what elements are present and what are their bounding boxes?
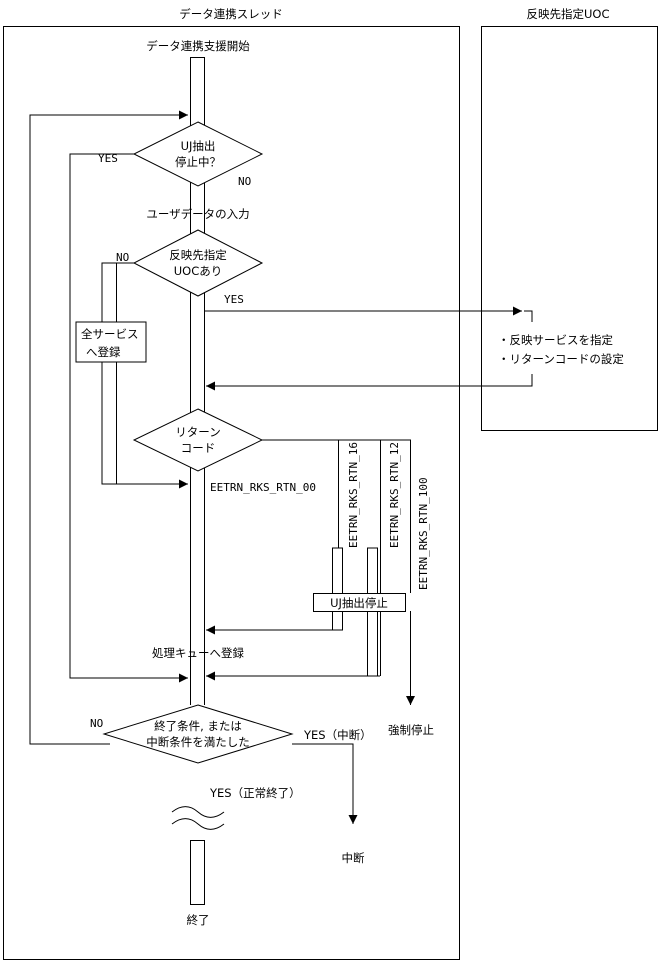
end-no-label: NO xyxy=(90,717,103,730)
uj-stop-no-label: NO xyxy=(238,175,251,188)
uj-stop-line2: 停止中？ xyxy=(175,155,221,169)
uoc-no-label: NO xyxy=(116,251,129,264)
thread-lane-title: データ連携スレッド xyxy=(179,7,283,21)
end-normal-label: YES（正常終了） xyxy=(209,786,301,800)
rtn-100-label: EETRN_RKS_RTN_100 xyxy=(417,477,430,590)
queue-register-label: 処理キューへ登録 xyxy=(152,646,244,660)
suspend-line xyxy=(292,743,358,824)
uoc-lane xyxy=(481,26,658,431)
break-symbol xyxy=(171,806,225,818)
uj-stop-yes-label: YES xyxy=(98,152,118,165)
uoc-exists-decision xyxy=(132,229,264,297)
end-condition-line1: 終了条件, または xyxy=(154,719,242,733)
suspend-label: 中断 xyxy=(342,851,365,865)
start-label: データ連携支援開始 xyxy=(146,39,250,53)
loop-back-line xyxy=(29,110,188,745)
uoc-exists-line1: 反映先指定 xyxy=(169,248,227,262)
uoc-exists-line2: UOCあり xyxy=(174,264,223,278)
uoc-lane-title: 反映先指定UOC xyxy=(527,7,610,21)
return-code-line2: コード xyxy=(181,441,216,455)
return-code-line1: リターン xyxy=(175,425,220,439)
thread-lane xyxy=(3,26,460,960)
uoc-action-1: ・反映サービスを指定 xyxy=(498,333,613,347)
uoc-activation xyxy=(524,310,533,322)
uj-stop-box xyxy=(313,593,406,612)
uj-stop-decision xyxy=(132,121,264,187)
end-condition-line2: 中断条件を満たした xyxy=(146,735,250,749)
rtn-16-label: EETRN_RKS_RTN_16 xyxy=(347,442,360,548)
register-all-line2: へ登録 xyxy=(86,345,121,359)
forced-stop-label: 強制停止 xyxy=(388,723,434,737)
register-all-line1: 全サービス xyxy=(81,327,139,341)
rtn-16-activation xyxy=(332,547,343,631)
uj-yes-line xyxy=(69,153,188,683)
uj-stop-box-label: UJ抽出停止 xyxy=(330,596,388,610)
return-code-decision xyxy=(132,408,264,472)
uoc-action-2: ・リターンコードの設定 xyxy=(498,352,624,366)
user-input-label: ユーザデータの入力 xyxy=(146,207,249,221)
rtn-12-label: EETRN_RKS_RTN_12 xyxy=(388,442,401,548)
end-condition-decision xyxy=(102,704,294,764)
uoc-yes-label: YES xyxy=(224,293,244,306)
rtn-00-label: EETRN_RKS_RTN_00 xyxy=(210,481,316,494)
uoc-no-line xyxy=(101,262,188,489)
end-lifeline-segment xyxy=(190,840,205,905)
end-label: 終了 xyxy=(187,913,210,927)
uj-stop-line1: UJ抽出 xyxy=(181,139,216,153)
end-suspend-label: YES（中断） xyxy=(303,728,372,742)
